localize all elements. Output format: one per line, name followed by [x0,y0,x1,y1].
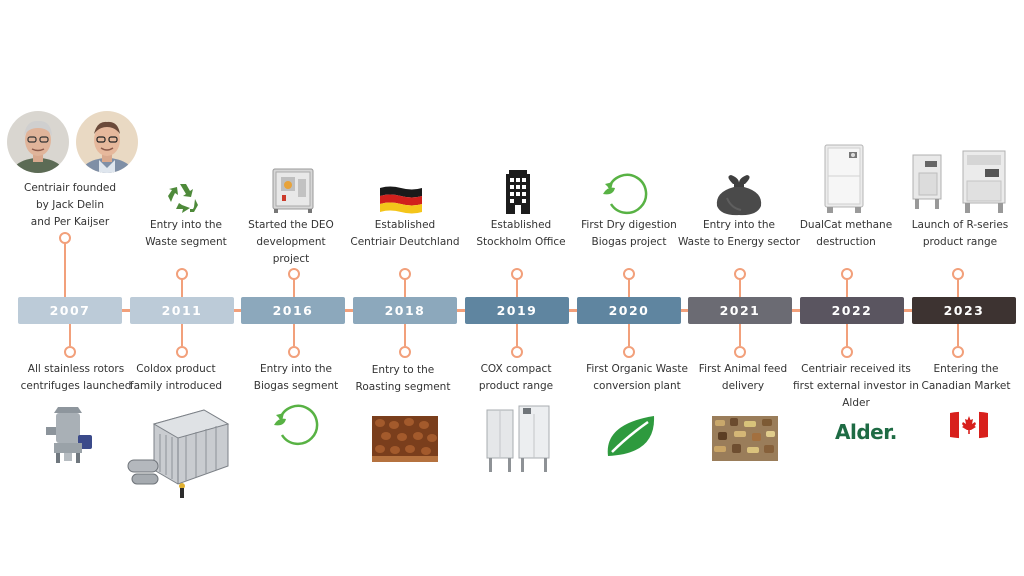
year-2016: 2016 [241,297,345,324]
milestone-dot [734,346,746,358]
milestone-connector [628,324,630,346]
milestone-connector [739,324,741,346]
year-2011: 2011 [130,297,234,324]
milestone-connector [846,278,848,297]
milestone-connector [628,278,630,297]
year-2007: 2007 [18,297,122,324]
leaf-icon [607,416,655,456]
year-2022: 2022 [800,297,904,324]
milestone-connector [739,278,741,297]
dualcat-unit-image [824,144,864,213]
cox-compact-image [486,405,550,472]
deo-machine-image [272,168,314,213]
biogas-cycle-icon [603,173,648,215]
milestone-connector [404,324,406,346]
milestone-dot [176,346,188,358]
coldox-plant-image [127,409,230,498]
milestone-connector [957,324,959,346]
milestone-connector [846,324,848,346]
waste-sack-icon [716,175,762,216]
milestone-connector [64,242,66,297]
year-2023: 2023 [912,297,1016,324]
coffee-beans-image [372,416,438,462]
milestone-connector [957,278,959,297]
founder-portrait-jack [7,111,69,173]
year-2019: 2019 [465,297,569,324]
biogas-cycle-icon [274,404,319,446]
milestone-dot [288,346,300,358]
milestone-connector [293,278,295,297]
canada-flag-icon [950,411,988,439]
recycle-icon [168,184,198,213]
milestone-dot [623,346,635,358]
milestone-connector [516,324,518,346]
milestone-connector [181,278,183,297]
milestone-connector [69,324,71,346]
alder-logo: Alder. [835,420,897,444]
founder-portrait-per [76,111,138,173]
centrifuge-image [46,407,92,463]
animal-feed-image [712,416,778,461]
milestone-connector [404,278,406,297]
office-building-icon [506,170,530,214]
milestone-connector [181,324,183,346]
milestone-dot [841,346,853,358]
year-2021: 2021 [688,297,792,324]
year-2020: 2020 [577,297,681,324]
milestone-connector [293,324,295,346]
milestone-connector [516,278,518,297]
milestone-dot [952,346,964,358]
r-series-units-image [912,150,1006,213]
milestone-dot [64,346,76,358]
milestone-dot [511,346,523,358]
milestone-dot [399,346,411,358]
year-2018: 2018 [353,297,457,324]
germany-flag-icon [380,186,422,214]
